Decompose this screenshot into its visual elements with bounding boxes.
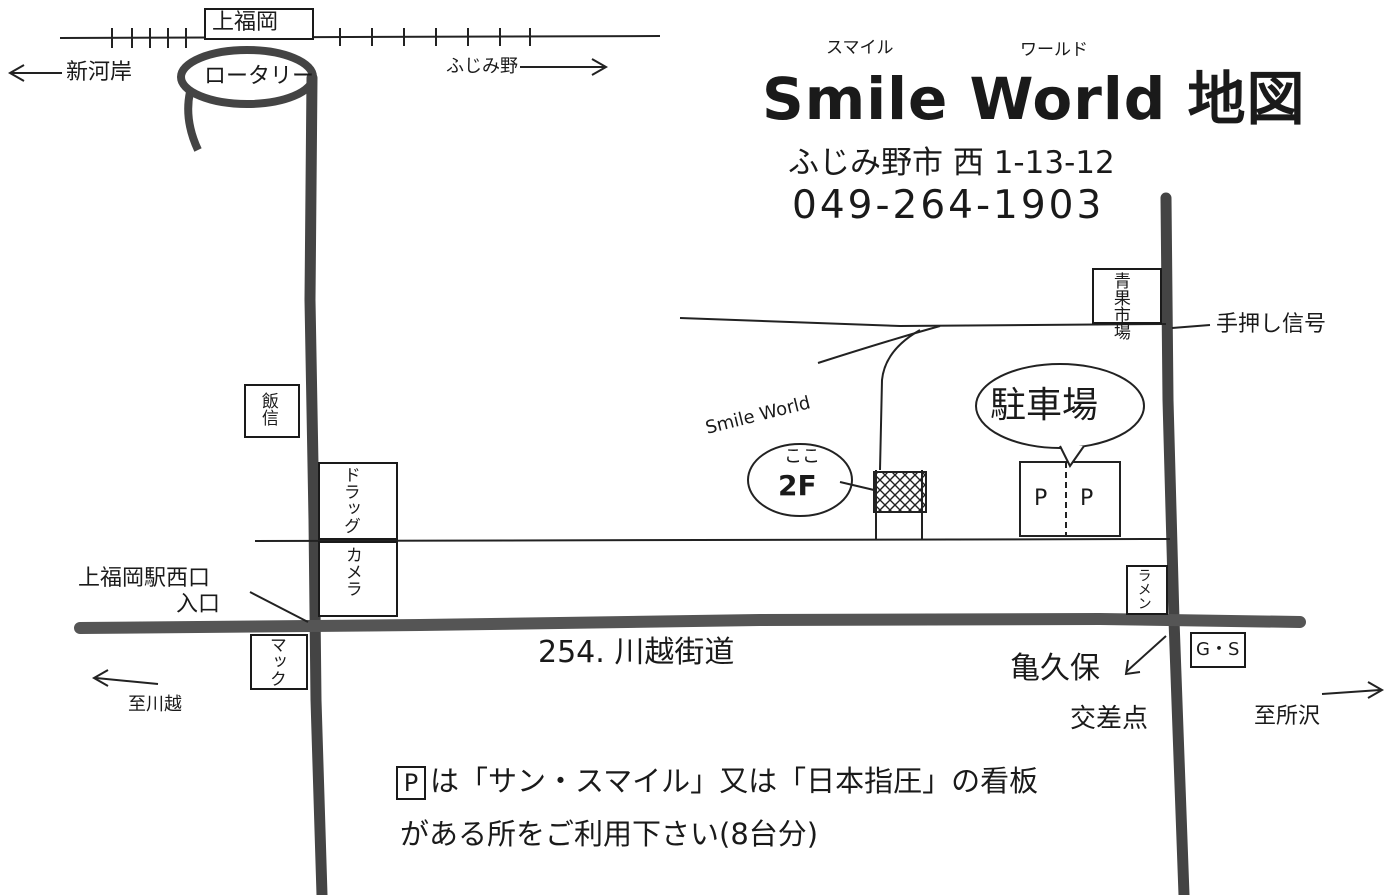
mac-box [250,634,308,690]
parking-note-line-1-text: は「サン・スマイル」又は「日本指圧」の看板 [430,764,1039,798]
signal-pointer [1171,324,1211,329]
ramen-box [1126,565,1168,615]
station-entrance-label-1: 上福岡駅西口 [78,566,211,591]
camera-label: カメラ [341,546,362,597]
branch-lane-1 [817,325,941,364]
here-pointer [839,481,875,491]
to-kawagoe-label: 至川越 [128,694,182,715]
railway-line [59,35,661,39]
minor-road-parallel [254,538,1171,542]
here-bubble [747,443,853,517]
arrow-to-fujimino [520,58,609,76]
kamifukuoka-station-box [204,8,314,40]
title-ruby-smile: スマイル [826,38,894,58]
iishin-box [244,384,300,438]
signal-label: 手押し信号 [1216,312,1327,337]
gs-box [1190,632,1246,668]
to-shingashi-label: 新河岸 [66,60,133,85]
parking-bubble-label: 駐車場 [990,385,1099,426]
parking-bubble-tail [1059,445,1085,468]
intersection-label-2: 交差点 [1070,704,1149,734]
arrow-to-tokorozawa [1321,681,1385,699]
camera-box [318,541,398,617]
to-tokorozawa-label: 至所沢 [1254,704,1321,729]
rotary-label: ロータリー [204,64,315,89]
phone-number: 049-264-1903 [792,183,1105,228]
title-ruby-world: ワールド [1020,40,1088,60]
mac-label: マック [265,636,286,687]
branch-lane-2 [879,329,921,471]
parking-sign-2: P [1080,486,1094,511]
route-254-road [74,612,1306,634]
floor-label: 2F [778,469,817,502]
smile-world-building [873,471,927,513]
intersection-label-1: 亀久保 [1010,651,1100,686]
gs-label: G・S [1196,639,1240,660]
market-box [1092,268,1162,324]
here-label: ここ [784,446,820,467]
parking-sign-1: P [1034,486,1048,511]
arrow-to-shingashi [7,64,62,82]
ramen-label: ラメン [1135,568,1152,610]
address-text: ふじみ野市 西 1-13-12 [788,145,1115,181]
drug-box [318,462,398,540]
drug-label: ドラッグ [339,466,360,534]
road-east-vertical [1160,192,1190,895]
kamifukuoka-station-label: 上福岡 [212,10,279,35]
parking-note-line-2: がある所をご利用下さい(8台分) [400,817,819,851]
iishin-label: 飯信 [257,392,278,426]
upper-road [679,317,1167,328]
rotary-tail [184,91,202,152]
intersection-arrow [1124,635,1167,676]
parking-note-p-icon: P [396,766,426,800]
market-label: 青果市場 [1109,272,1130,340]
arrow-to-kawagoe [91,669,159,687]
route-254-label: 254. 川越街道 [538,635,735,670]
railway-ticks [111,28,531,48]
to-fujimino-label: ふじみ野 [446,56,518,77]
road-west-vertical [304,72,328,895]
station-entrance-label-2: 入口 [176,592,221,617]
map-title: Smile World 地図 [762,65,1306,133]
entrance-pointer [249,591,309,623]
